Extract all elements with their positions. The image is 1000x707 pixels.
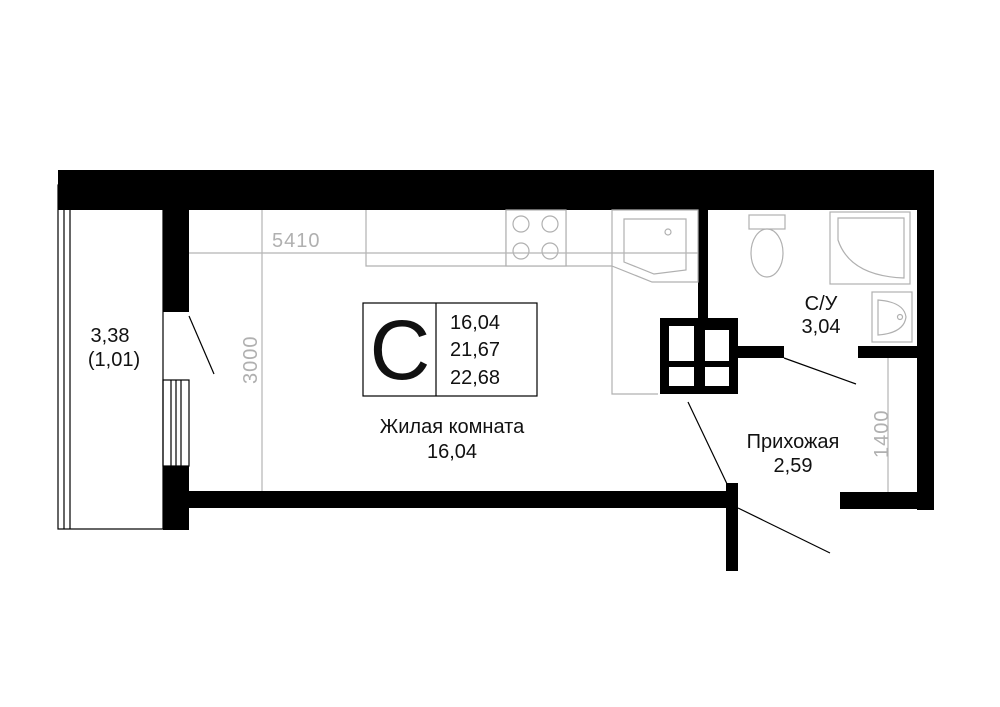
- bottom-wall: [163, 491, 736, 508]
- hallway-area: 2,59: [774, 455, 813, 477]
- dimension-hall: 1400: [871, 410, 893, 459]
- toilet-icon: [750, 228, 784, 278]
- bathroom-fixtures: [748, 211, 913, 343]
- top-wall: [58, 170, 934, 210]
- bath-door: [783, 357, 857, 385]
- total-area-with-balcony-value: 22,68: [450, 367, 500, 389]
- total-area-value: 21,67: [450, 339, 500, 361]
- dimension-lines: [189, 210, 889, 492]
- bathroom-name: С/У: [805, 293, 838, 315]
- bath-wall-bottom-left: [736, 346, 784, 358]
- bathroom-area: 3,04: [802, 316, 841, 338]
- living-area-value: 16,04: [450, 312, 500, 334]
- living-room-area: 16,04: [427, 441, 477, 463]
- entry-wall-stub: [726, 483, 738, 571]
- dimension-height: 3000: [240, 336, 262, 385]
- balcony-area: 3,38: [91, 325, 130, 347]
- left-wall-upper: [163, 170, 189, 312]
- kitchen-counter: [365, 209, 699, 395]
- left-wall-lower: [163, 466, 189, 530]
- balcony-area-reduced: (1,01): [88, 349, 140, 371]
- apartment-type-badge: C 16,04 21,67 22,68: [362, 302, 538, 397]
- dimension-width: 5410: [272, 230, 321, 252]
- balcony-door: [188, 315, 215, 375]
- walls: [58, 170, 934, 571]
- bottom-right-wall: [840, 492, 934, 509]
- right-wall: [917, 170, 934, 510]
- balcony: [57, 170, 164, 530]
- living-door: [687, 401, 729, 487]
- door-swings: [188, 315, 857, 554]
- living-room-name: Жилая комната: [380, 416, 525, 438]
- bath-wall-bottom-right: [858, 346, 918, 358]
- wardrobe: [660, 318, 738, 394]
- entry-door: [737, 507, 831, 554]
- apartment-type-letter: C: [370, 303, 431, 397]
- toilet-tank-icon: [748, 214, 786, 230]
- hallway-name: Прихожая: [747, 431, 840, 453]
- bath-wall-vertical: [698, 210, 708, 320]
- window: [162, 379, 190, 467]
